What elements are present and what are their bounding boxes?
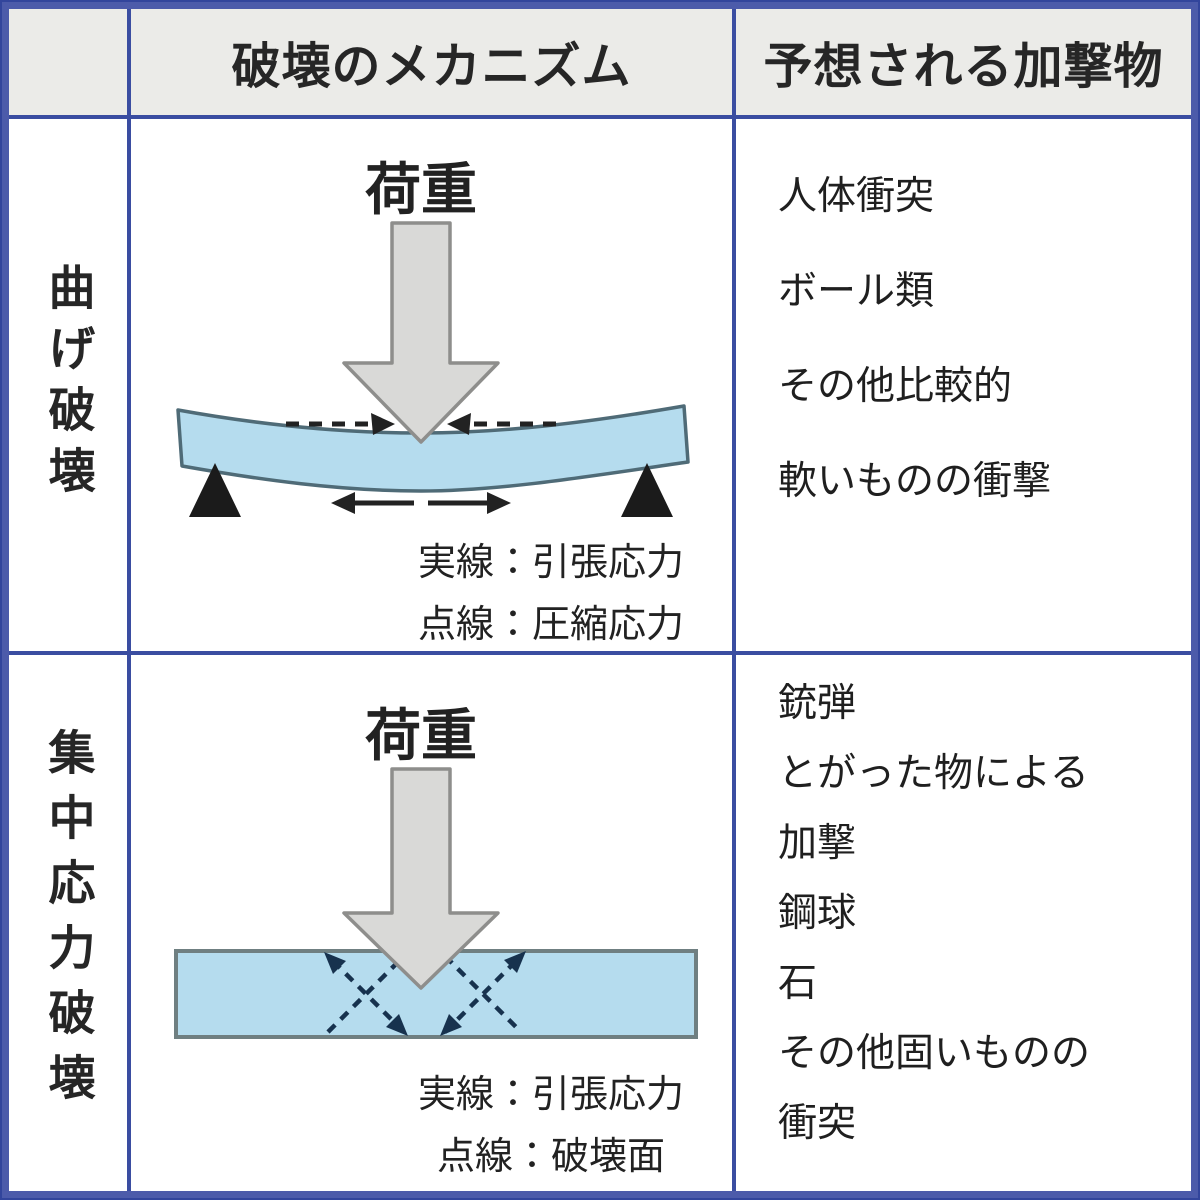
support-triangle-icon	[621, 463, 673, 517]
breakage-table: 破壊のメカニズム 予想される加撃物 曲げ破壊 荷重	[9, 9, 1191, 1191]
list-item: 加撃	[778, 822, 857, 865]
header-impactor: 予想される加撃物	[736, 9, 1191, 115]
load-arrow-icon	[342, 767, 500, 990]
header-mechanism: 破壊のメカニズム	[131, 9, 732, 115]
legend-solid-line: 実線：引張応力	[418, 542, 684, 584]
load-arrow-icon	[342, 221, 500, 444]
header-impactor-label: 予想される加撃物	[763, 39, 1164, 94]
list-item: 銃弾	[778, 682, 857, 725]
header-corner-cell	[9, 9, 127, 115]
list-item: その他比較的	[778, 365, 1013, 408]
bending-diagram-cell: 荷重	[131, 119, 732, 651]
list-item: ボール類	[778, 270, 935, 313]
list-item: 石	[778, 962, 818, 1005]
list-item: 鋼球	[778, 892, 857, 935]
support-triangle-icon	[189, 463, 241, 517]
row-label-concentrated-cell: 集中応力破壊	[9, 655, 127, 1191]
compression-arrow-icon	[286, 413, 556, 435]
row-label-bending: 曲げ破壊	[41, 263, 95, 507]
bending-impactor-list: 人体衝突 ボール類 その他比較的 軟いものの衝撃	[736, 119, 1191, 651]
bending-diagram: 荷重	[176, 158, 690, 646]
list-item: 軟いものの衝撃	[778, 460, 1052, 503]
list-item: 人体衝突	[778, 175, 935, 218]
tension-arrow-icon	[331, 492, 511, 514]
legend-dotted-line: 点線：破壊面	[437, 1136, 665, 1178]
list-item: その他固いものの	[778, 1032, 1091, 1075]
crack-arrows-icon	[324, 951, 526, 1036]
concentrated-impactor-list: 銃弾 とがった物による 加撃 鋼球 石 その他固いものの 衝突	[736, 655, 1191, 1191]
load-label: 荷重	[365, 158, 477, 221]
row-label-bending-cell: 曲げ破壊	[9, 119, 127, 651]
legend-solid-line: 実線：引張応力	[418, 1074, 684, 1116]
load-label: 荷重	[365, 704, 477, 767]
header-mechanism-label: 破壊のメカニズム	[231, 39, 632, 94]
list-item: とがった物による	[778, 752, 1089, 795]
concentrated-diagram-cell: 荷重 実線：引張応力 点線：破壊面	[131, 655, 732, 1191]
list-item: 衝突	[778, 1102, 857, 1145]
concentrated-diagram: 荷重 実線：引張応力 点線：破壊面	[174, 704, 698, 1178]
legend-dotted-line: 点線：圧縮応力	[418, 604, 684, 646]
row-label-concentrated: 集中応力破壊	[41, 728, 95, 1118]
glass-beam	[176, 404, 690, 493]
